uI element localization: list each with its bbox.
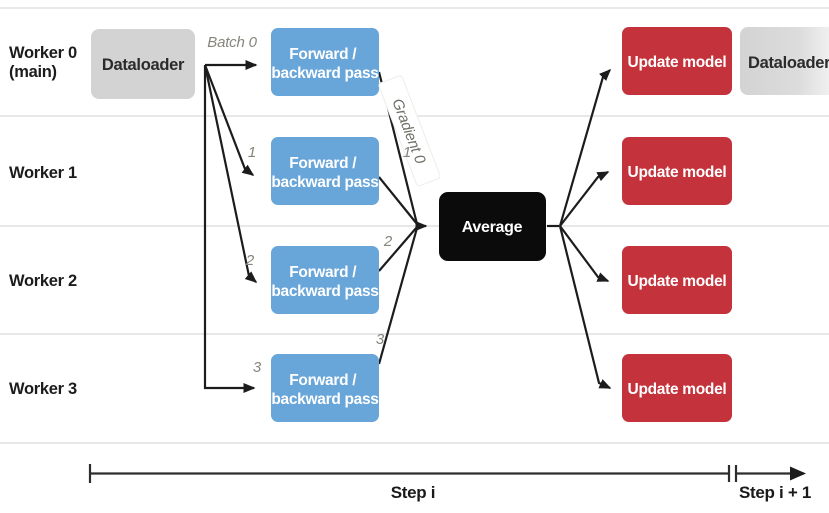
update-arrows [547,68,612,390]
update-model-box-0 [622,27,732,95]
forward-backward-text-3: Forward / backward pass [271,372,378,408]
update-model-text-0: Update model [628,54,727,71]
gradient-label-2: 2 [383,233,393,250]
worker-0-label: Worker 0 [9,44,77,62]
batch-annotations: Batch 0 1 2 3 [207,34,262,376]
gradient-label-1: 1 [403,144,411,161]
update-model-text-3: Update model [628,381,727,398]
gradient-line-3 [377,227,419,365]
average-box: Average [439,192,546,261]
batch-label-3: 3 [253,359,262,376]
gradient-line-1 [378,176,418,225]
update-model-box-3 [622,354,732,422]
worker-0-sublabel: (main) [9,63,57,81]
batch-label-0: Batch 0 [207,34,257,51]
worker-1-label: Worker 1 [9,164,77,182]
update-model-box-1 [622,137,732,205]
next-dataloader-label: Dataloader [748,54,829,72]
batch-label-1: 1 [248,144,256,161]
forward-backward-box-1 [271,137,379,205]
batch-arrows [203,60,258,393]
gradient-label-0-group: Gradient 0 [378,75,441,187]
dataloader-box: Dataloader [91,29,195,99]
batch-arrow-worker1 [203,64,255,176]
forward-backward-box-3 [271,354,379,422]
next-dataloader-box: Dataloader [740,27,829,95]
average-label: Average [462,219,523,236]
average-rect [439,192,546,261]
forward-backward-text-1: Forward / backward pass [271,155,378,191]
worker-labels: Worker 0 (main) Worker 1 Worker 2 Worker… [9,44,77,398]
batch-arrow-worker2 [203,64,258,283]
batch-label-2: 2 [245,252,255,269]
worker-2-label: Worker 2 [9,272,77,290]
gradient-line-2 [378,226,418,272]
forward-backward-boxes: Forward / backward pass Forward / backwa… [271,28,379,422]
update-arrow-worker1 [559,171,610,227]
forward-backward-text-2: Forward / backward pass [271,264,378,300]
update-model-text-2: Update model [628,273,727,290]
timeline: Step i Step i + 1 [88,464,811,502]
forward-backward-text-0: Forward / backward pass [271,46,378,82]
gradient-label-3: 3 [376,331,385,348]
forward-backward-box-2 [271,246,379,314]
gradient-label-0-bg [378,75,441,187]
forward-backward-box-0 [271,28,379,96]
update-arrow-worker0 [558,68,612,227]
step-i-label: Step i [391,483,436,502]
batch-arrow-worker3 [203,65,256,393]
update-model-text-1: Update model [628,164,727,181]
update-arrow-worker3 [558,225,612,390]
worker-3-label: Worker 3 [9,380,77,398]
next-dataloader-rect [740,27,829,95]
dataloader-rect [91,29,195,99]
dataloader-label: Dataloader [102,56,185,74]
update-arrow-worker2 [559,225,610,283]
update-model-boxes: Update model Update model Update model U… [622,27,732,422]
update-model-box-2 [622,246,732,314]
step-i-plus-1-label: Step i + 1 [739,483,811,502]
row-separators [0,7,829,444]
